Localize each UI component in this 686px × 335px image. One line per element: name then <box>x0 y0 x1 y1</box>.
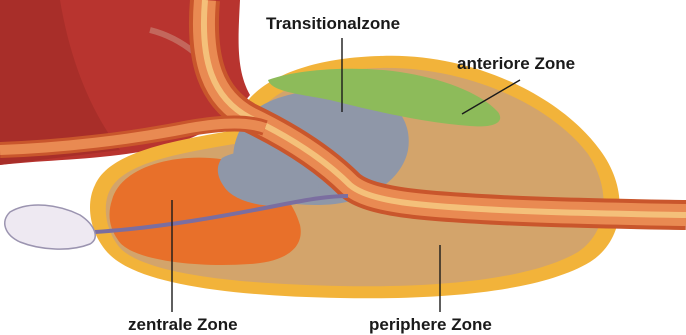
label-transitional-zone: Transitionalzone <box>266 14 400 33</box>
label-peripheral-zone: periphere Zone <box>369 315 492 334</box>
label-central-zone: zentrale Zone <box>128 315 238 334</box>
seminal-vesicle <box>5 205 95 249</box>
label-anterior-zone: anteriore Zone <box>457 54 575 73</box>
